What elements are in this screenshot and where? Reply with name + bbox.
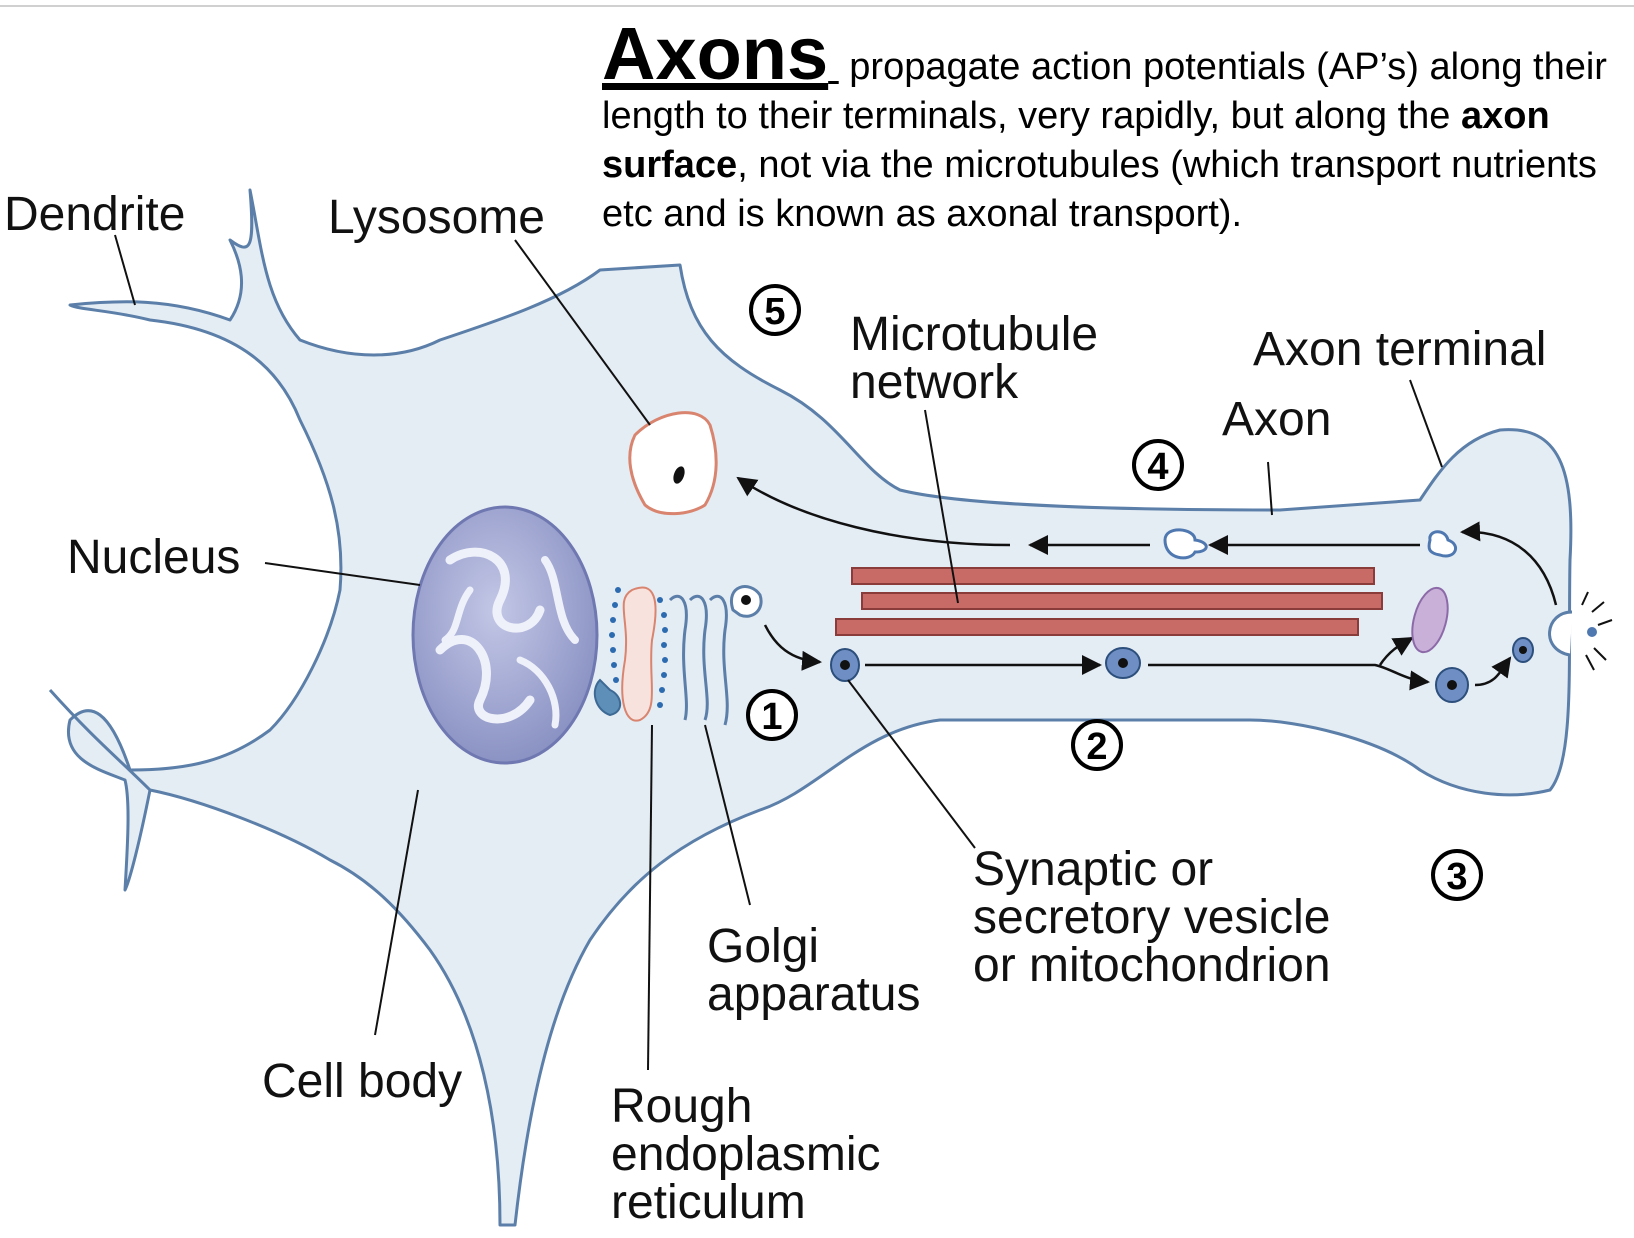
label-vesicle-3: or mitochondrion bbox=[973, 939, 1331, 992]
label-golgi-2: apparatus bbox=[707, 968, 921, 1021]
label-microtubule-1: Microtubule bbox=[850, 308, 1098, 361]
lysosome bbox=[628, 411, 718, 516]
label-axon: Axon bbox=[1222, 393, 1331, 446]
step-marker-4: 4 bbox=[1132, 439, 1184, 491]
retrograde-transport bbox=[736, 476, 1558, 606]
leader-lines bbox=[114, 234, 1443, 1071]
caption-bold: axon surface bbox=[602, 95, 1550, 186]
step-marker-3: 3 bbox=[1431, 849, 1483, 901]
svg-text:2: 2 bbox=[1086, 726, 1107, 768]
anterograde-transport bbox=[763, 624, 1512, 691]
step-marker-2: 2 bbox=[1071, 719, 1123, 771]
transport-vesicles bbox=[830, 637, 1534, 703]
label-vesicle-1: Synaptic or bbox=[973, 843, 1213, 896]
endocytic-vesicle bbox=[1163, 528, 1458, 560]
mitochondrion bbox=[1411, 586, 1449, 654]
label-cell-body: Cell body bbox=[262, 1055, 462, 1108]
label-rer-1: Rough bbox=[611, 1080, 752, 1133]
rough-endoplasmic-reticulum bbox=[593, 586, 668, 722]
caption-line1: propagate action potentials (AP’s) along… bbox=[602, 46, 1607, 137]
caption-heading-gap bbox=[828, 46, 839, 88]
label-vesicle-2: secretory vesicle bbox=[973, 891, 1330, 944]
label-lysosome: Lysosome bbox=[328, 191, 545, 244]
step-marker-1: 1 bbox=[746, 689, 798, 741]
label-golgi-1: Golgi bbox=[707, 920, 819, 973]
label-rer-2: endoplasmic bbox=[611, 1128, 880, 1181]
golgi-apparatus bbox=[668, 594, 729, 726]
label-rer-3: reticulum bbox=[611, 1176, 806, 1229]
golgi-vesicle bbox=[729, 585, 763, 618]
exocytosis-site bbox=[1548, 591, 1613, 671]
caption-rest: , not via the microtubules (which transp… bbox=[602, 144, 1597, 235]
svg-text:3: 3 bbox=[1446, 856, 1467, 898]
step-marker-5: 5 bbox=[749, 284, 801, 336]
label-microtubule-2: network bbox=[850, 356, 1019, 409]
svg-text:4: 4 bbox=[1147, 446, 1168, 488]
svg-text:1: 1 bbox=[761, 696, 782, 738]
nucleus bbox=[411, 505, 599, 765]
label-nucleus: Nucleus bbox=[67, 531, 240, 584]
svg-text:5: 5 bbox=[764, 291, 785, 333]
label-dendrite: Dendrite bbox=[4, 188, 185, 241]
neuron-outline bbox=[66, 188, 1573, 1227]
caption-heading: Axons bbox=[602, 12, 829, 95]
microtubule-network bbox=[835, 567, 1383, 636]
label-axon-terminal: Axon terminal bbox=[1253, 323, 1546, 376]
dendrite-branch bbox=[48, 688, 152, 792]
axon-caption: Axons propagate action potentials (AP’s)… bbox=[602, 17, 1632, 247]
